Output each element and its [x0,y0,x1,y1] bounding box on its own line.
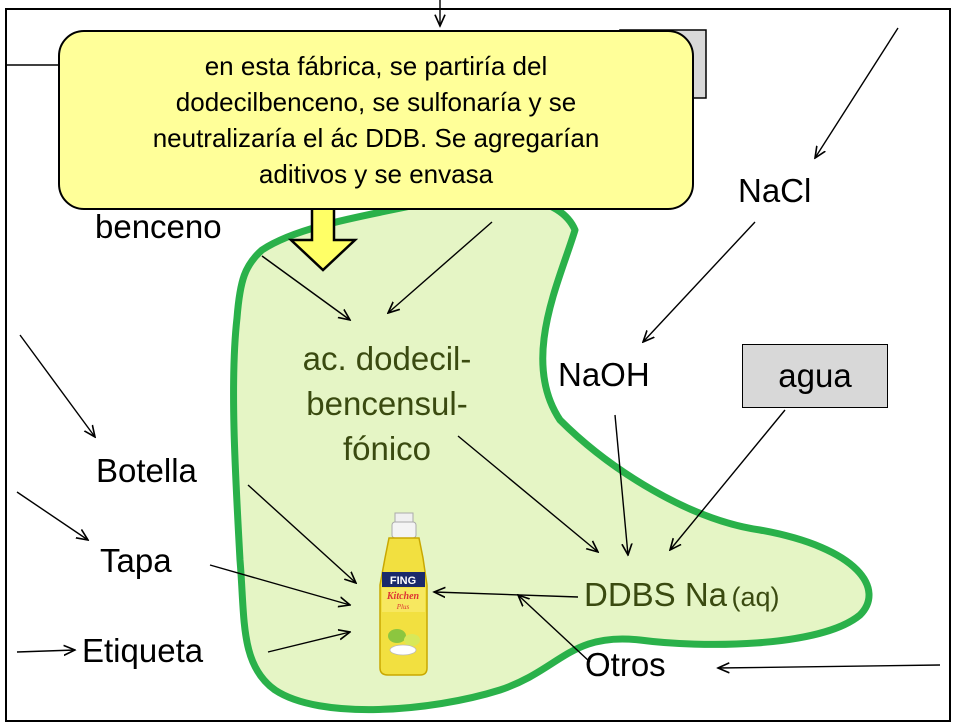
callout-line: dodecilbenceno, se sulfonaría y se [175,87,577,117]
bottle-line1: Kitchen [386,591,420,602]
label-acid: ac. dodecil- bencensul- fónico [262,336,512,471]
label-benceno: benceno [95,208,222,245]
label-ddbs: DDBS Na (aq) [584,576,780,614]
acid-line: fónico [342,430,432,467]
acid-line: bencensul- [306,385,468,422]
callout-line: neutralizaría el ác DDB. Se agregarían [152,123,600,153]
label-otros: Otros [585,646,666,683]
ddbs-main: DDBS Na [584,576,728,613]
label-agua: agua [742,344,888,408]
callout-line: aditivos y se envasa [258,159,494,189]
acid-line: ac. dodecil- [302,340,472,377]
label-etiqueta: Etiqueta [82,632,204,669]
label-botella: Botella [96,452,197,489]
label-nacl: NaCl [738,172,812,209]
flow-arrows [16,0,941,668]
label-tapa: Tapa [100,542,172,579]
explanation-callout: en esta fábrica, se partiría del dodecil… [58,30,694,210]
callout-line: en esta fábrica, se partiría del [204,51,548,81]
detergent-bottle [379,512,428,676]
ddbs-sub: (aq) [731,582,780,612]
bottle-brand: FING [390,575,416,587]
down-block-arrow [287,206,359,272]
slide-frame [5,8,951,722]
bottle-line2: Plus [396,603,410,611]
label-naoh: NaOH [558,356,650,393]
